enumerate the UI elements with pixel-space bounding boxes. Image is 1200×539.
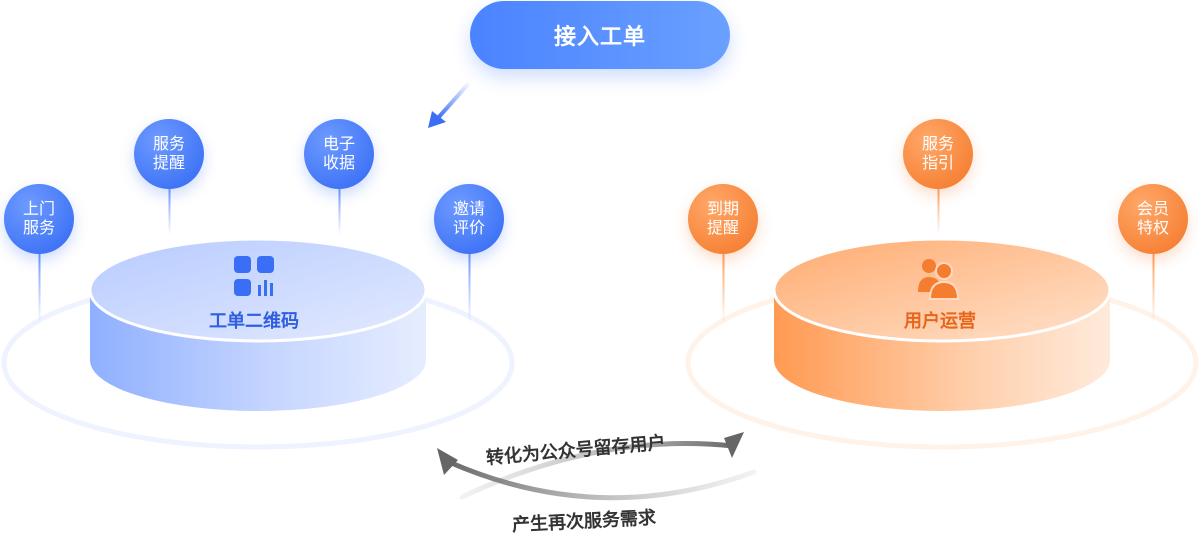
bubble-member-privilege[interactable]: 会员 特权 xyxy=(1118,184,1188,254)
cycle-arrows xyxy=(437,432,757,501)
bubble-label: 邀请 评价 xyxy=(452,201,485,237)
connect-work-order-button[interactable]: 接入工单 xyxy=(470,1,730,69)
stem-right-2 xyxy=(937,187,940,235)
connect-work-order-label: 接入工单 xyxy=(553,24,646,49)
down-left-arrow xyxy=(428,80,472,128)
stem-right-1 xyxy=(722,252,725,324)
bubble-label: 会员 特权 xyxy=(1136,201,1169,237)
bubble-e-receipt[interactable]: 电子 收据 xyxy=(304,119,374,189)
bubble-label: 到期 提醒 xyxy=(706,201,739,237)
users-icon xyxy=(918,259,960,300)
bubble-onsite-service[interactable]: 上门 服务 xyxy=(4,184,74,254)
stem-left-1 xyxy=(38,252,41,324)
bubble-label: 服务 指引 xyxy=(921,136,954,172)
bubble-invite-review[interactable]: 邀请 评价 xyxy=(434,184,504,254)
stem-right-3 xyxy=(1152,252,1155,324)
bubble-expiry-reminder[interactable]: 到期 提醒 xyxy=(688,184,758,254)
bubble-label: 上门 服务 xyxy=(22,201,55,237)
bubble-service-guide[interactable]: 服务 指引 xyxy=(903,119,973,189)
bubble-label: 服务 提醒 xyxy=(152,136,185,172)
qr-grid-icon xyxy=(234,256,274,296)
stem-left-2 xyxy=(168,187,171,235)
right-platform-title: 用户运营 xyxy=(904,311,976,331)
stem-left-4 xyxy=(468,252,471,324)
bubble-service-reminder[interactable]: 服务 提醒 xyxy=(134,119,204,189)
stem-left-3 xyxy=(338,187,341,235)
left-platform-title: 工单二维码 xyxy=(209,311,299,331)
bubble-label: 电子 收据 xyxy=(322,136,355,172)
